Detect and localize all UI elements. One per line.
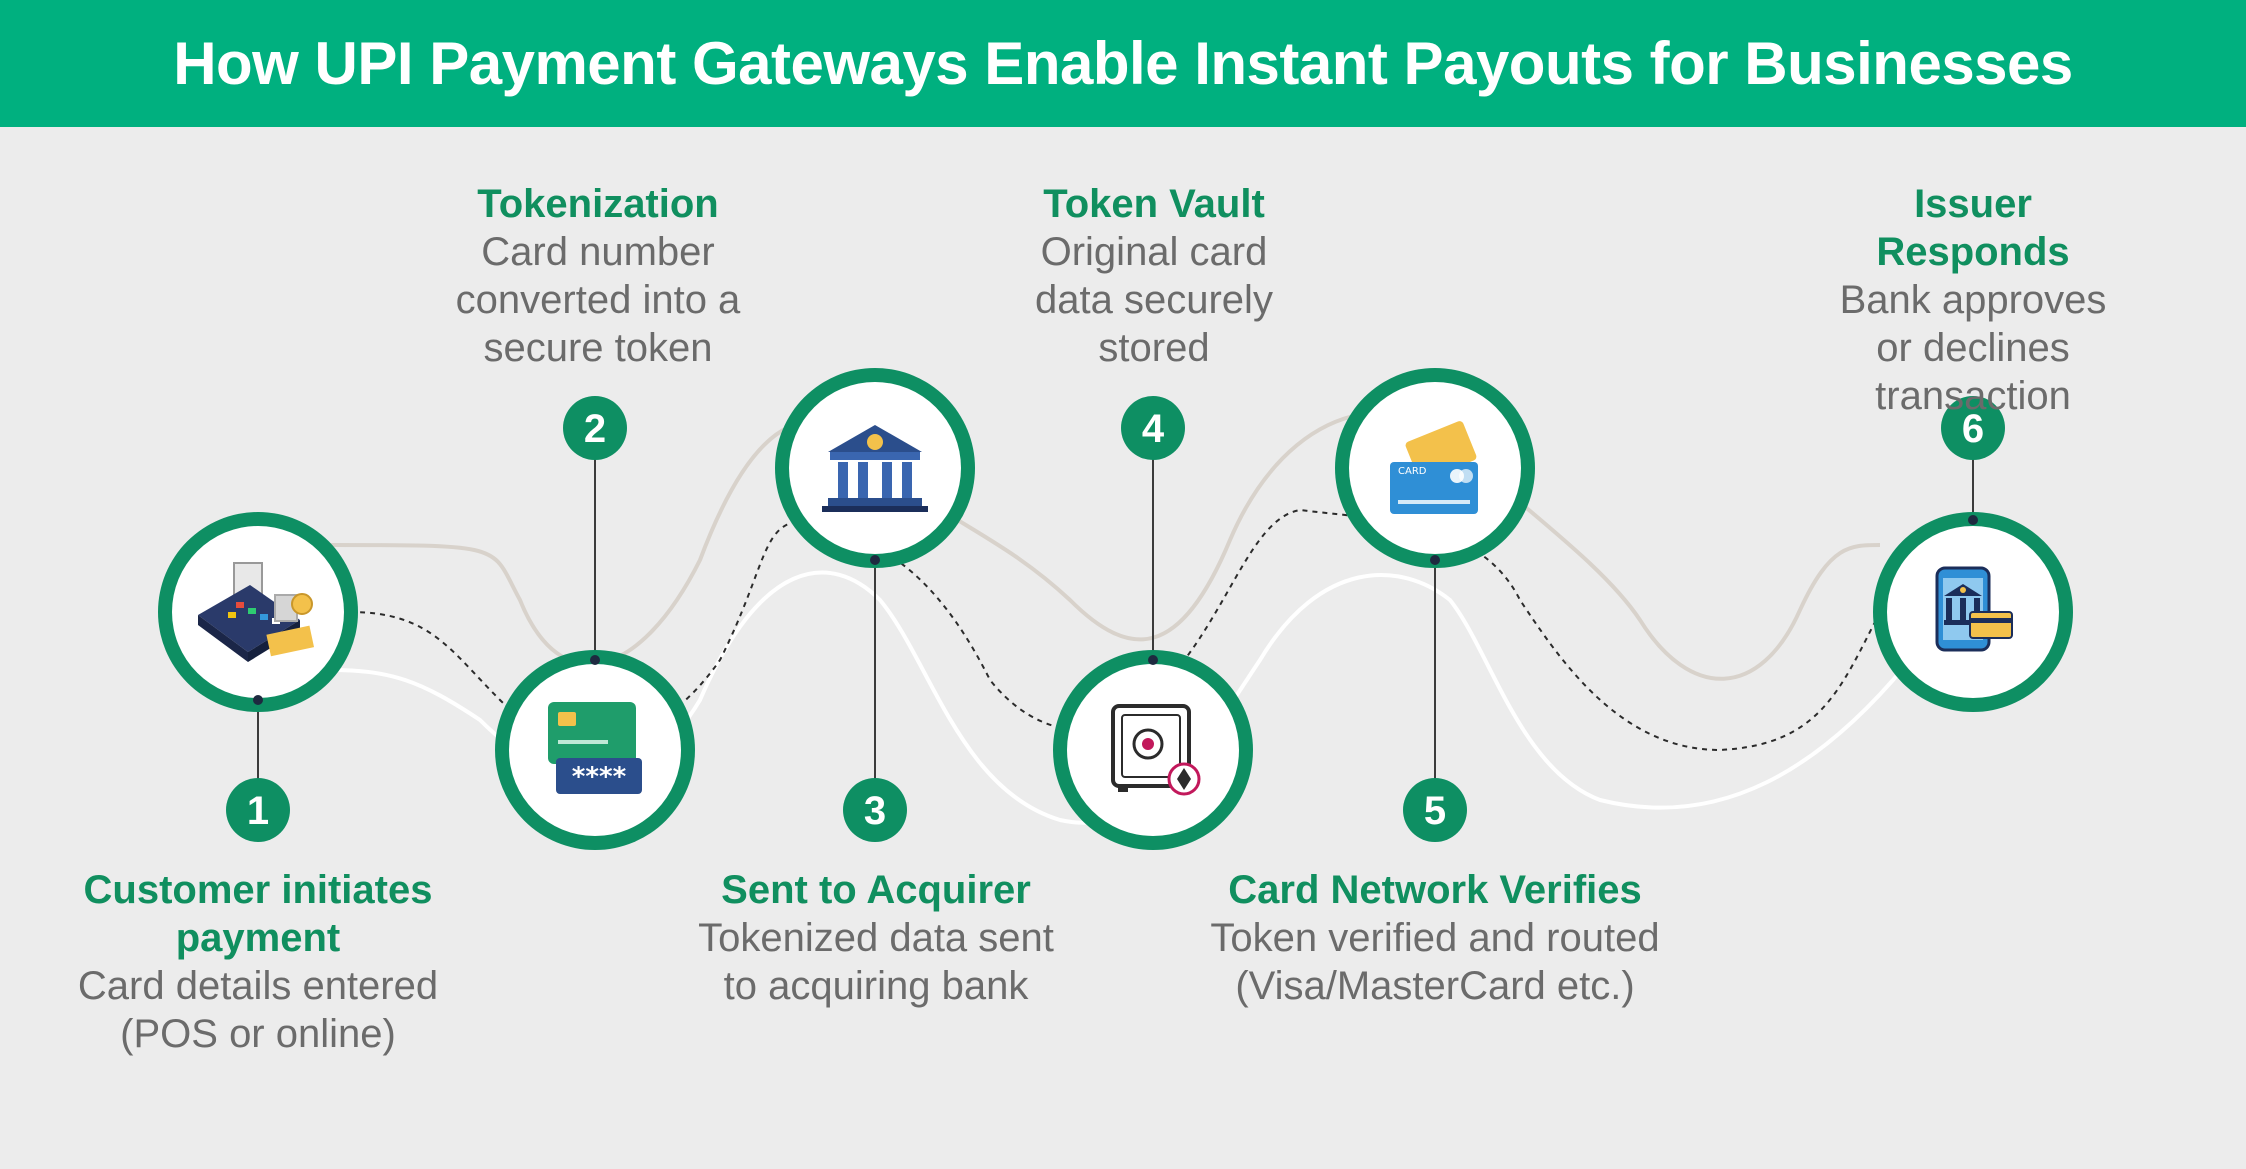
vault-safe-icon <box>1111 704 1201 796</box>
bank-icon <box>822 425 928 512</box>
step-1-label: Customer initiates payment Card details … <box>38 866 478 1058</box>
mobile-bank-icon <box>1935 566 2013 652</box>
step-1-badge: 1 <box>226 778 290 842</box>
step-5-number: 5 <box>1424 789 1446 833</box>
credit-cards-icon: CARD <box>1390 421 1478 514</box>
connector-lines <box>257 455 1974 785</box>
step-3-title: Sent to Acquirer <box>721 868 1031 912</box>
step-1-circle <box>158 512 358 712</box>
page-title: How UPI Payment Gateways Enable Instant … <box>173 30 2073 97</box>
wave-path-upper <box>329 410 1881 681</box>
step-4-badge: 4 <box>1121 396 1185 460</box>
step-3-circle <box>775 368 975 568</box>
step-1-description: Card details entered (POS or online) <box>77 964 439 1056</box>
step-6-title: Issuer Responds <box>1876 182 2070 274</box>
step-2-title: Tokenization <box>477 182 719 226</box>
step-6-badge: 6 <box>1941 396 2005 460</box>
step-6-number: 6 <box>1962 407 1984 451</box>
header-banner: How UPI Payment Gateways Enable Instant … <box>0 0 2246 127</box>
step-4-label: Token Vault Original card data securely … <box>1004 180 1304 372</box>
step-6-description: Bank approves or declines transaction <box>1839 278 2107 418</box>
step-5-label: Card Network Verifies Token verified and… <box>1195 866 1675 1010</box>
step-5-description: Token verified and routed (Visa/MasterCa… <box>1210 916 1660 1008</box>
step-3-description: Tokenized data sent to acquiring bank <box>698 916 1054 1008</box>
step-5-circle: CARD <box>1335 368 1535 568</box>
step-4-number: 4 <box>1142 407 1165 451</box>
step-4-circle <box>1053 650 1253 850</box>
step-2-number: 2 <box>584 407 606 451</box>
credit-card-token-icon: **** <box>548 702 642 794</box>
step-3-label: Sent to Acquirer Tokenized data sent to … <box>696 866 1056 1010</box>
svg-text:CARD: CARD <box>1398 466 1427 477</box>
step-2-circle: **** <box>495 650 695 850</box>
svg-text:****: **** <box>572 762 627 792</box>
step-2-description: Card number converted into a secure toke… <box>455 230 741 370</box>
step-6-circle <box>1873 512 2073 712</box>
step-3-number: 3 <box>864 789 886 833</box>
step-6-label: Issuer Responds Bank approves or decline… <box>1823 180 2123 420</box>
step-5-badge: 5 <box>1403 778 1467 842</box>
step-3-badge: 3 <box>843 778 907 842</box>
step-2-label: Tokenization Card number converted into … <box>418 180 778 372</box>
step-2-badge: 2 <box>563 396 627 460</box>
step-4-description: Original card data securely stored <box>1035 230 1273 370</box>
step-5-title: Card Network Verifies <box>1228 868 1642 912</box>
step-1-title: Customer initiates payment <box>83 868 433 960</box>
step-1-number: 1 <box>247 789 269 833</box>
pos-terminal-icon <box>198 562 315 662</box>
step-4-title: Token Vault <box>1043 182 1265 226</box>
